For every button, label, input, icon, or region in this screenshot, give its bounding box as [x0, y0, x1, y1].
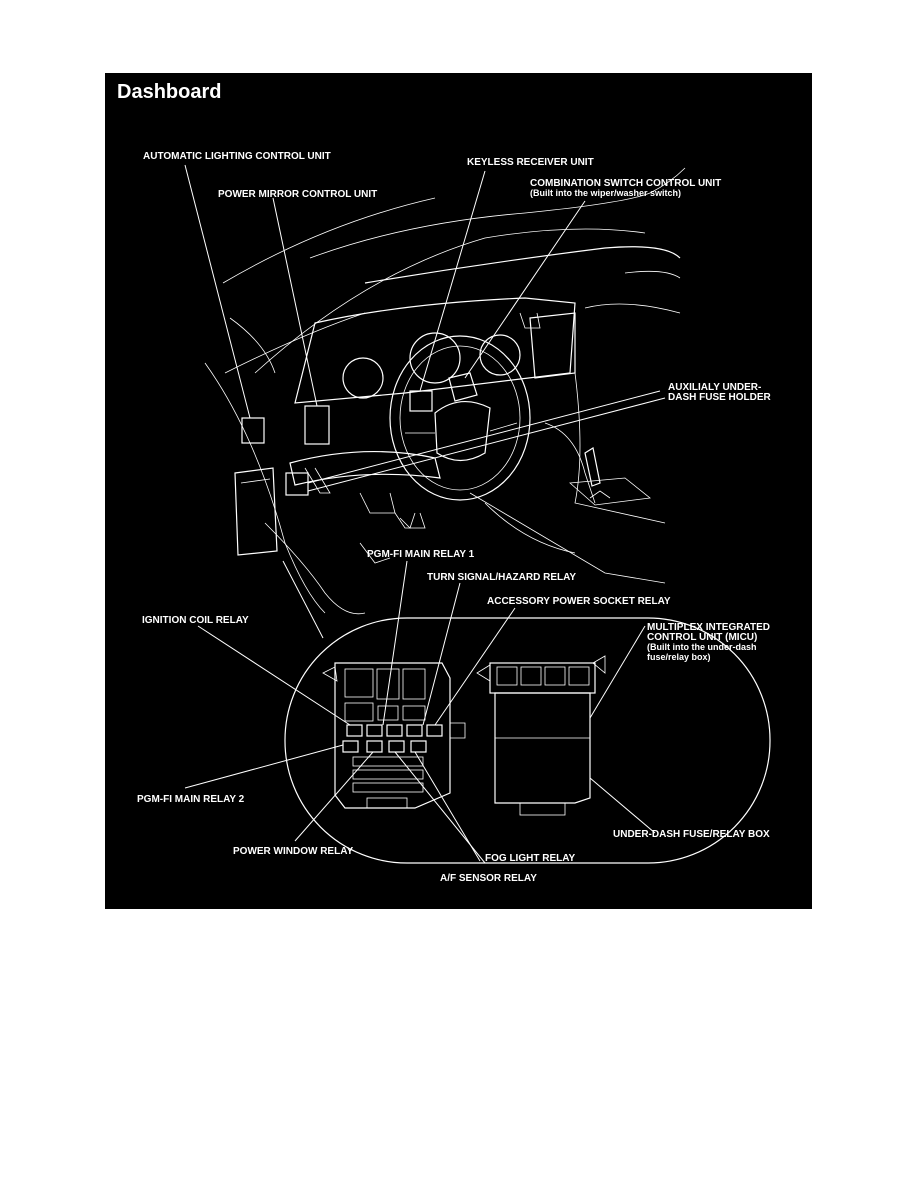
label-turn-signal-relay: TURN SIGNAL/HAZARD RELAY — [427, 572, 576, 583]
power-mirror-unit — [304, 405, 330, 445]
label-power-mirror: POWER MIRROR CONTROL UNIT — [218, 189, 377, 200]
label-pgm-fi-relay-2: PGM-FI MAIN RELAY 2 — [137, 794, 245, 805]
diagram-title: Dashboard — [117, 81, 221, 103]
label-under-dash-box: UNDER-DASH FUSE/RELAY BOX — [613, 829, 770, 840]
keyless-receiver-unit — [409, 390, 433, 412]
combination-switch-unit — [448, 372, 478, 402]
label-pgm-fi-relay-1: PGM-FI MAIN RELAY 1 — [367, 549, 475, 560]
label-micu-2: CONTROL UNIT (MICU) — [647, 632, 757, 643]
label-micu-note-2: fuse/relay box) — [647, 652, 711, 662]
label-micu-note-1: (Built into the under-dash — [647, 642, 757, 652]
label-auxiliary-fuse-2: DASH FUSE HOLDER — [668, 392, 772, 403]
leader-lines — [184, 164, 666, 864]
label-combination-switch-note: (Built into the wiper/washer switch) — [530, 188, 681, 198]
label-automatic-lighting: AUTOMATIC LIGHTING CONTROL UNIT — [143, 151, 331, 162]
label-power-window-relay: POWER WINDOW RELAY — [233, 846, 354, 857]
dashboard-components — [234, 372, 478, 556]
label-accessory-socket-relay: ACCESSORY POWER SOCKET RELAY — [487, 596, 671, 607]
label-ignition-coil-relay: IGNITION COIL RELAY — [142, 615, 249, 626]
callout-labels: AUTOMATIC LIGHTING CONTROL UNIT POWER MI… — [137, 151, 772, 884]
under-dash-fuse-box-location — [234, 467, 278, 556]
label-fog-light-relay: FOG LIGHT RELAY — [485, 853, 576, 864]
automatic-lighting-unit — [241, 417, 265, 444]
label-combination-switch: COMBINATION SWITCH CONTROL UNIT — [530, 178, 721, 189]
fuse-box-enlargement — [284, 617, 771, 864]
auxiliary-fuse-holder — [285, 472, 309, 496]
dashboard-diagram: Dashboard — [105, 73, 812, 909]
label-auxiliary-fuse-1: AUXILIALY UNDER- — [668, 382, 761, 393]
label-micu-1: MULTIPLEX INTEGRATED — [647, 622, 770, 633]
label-af-sensor-relay: A/F SENSOR RELAY — [440, 873, 537, 884]
label-keyless-receiver: KEYLESS RECEIVER UNIT — [467, 157, 594, 168]
